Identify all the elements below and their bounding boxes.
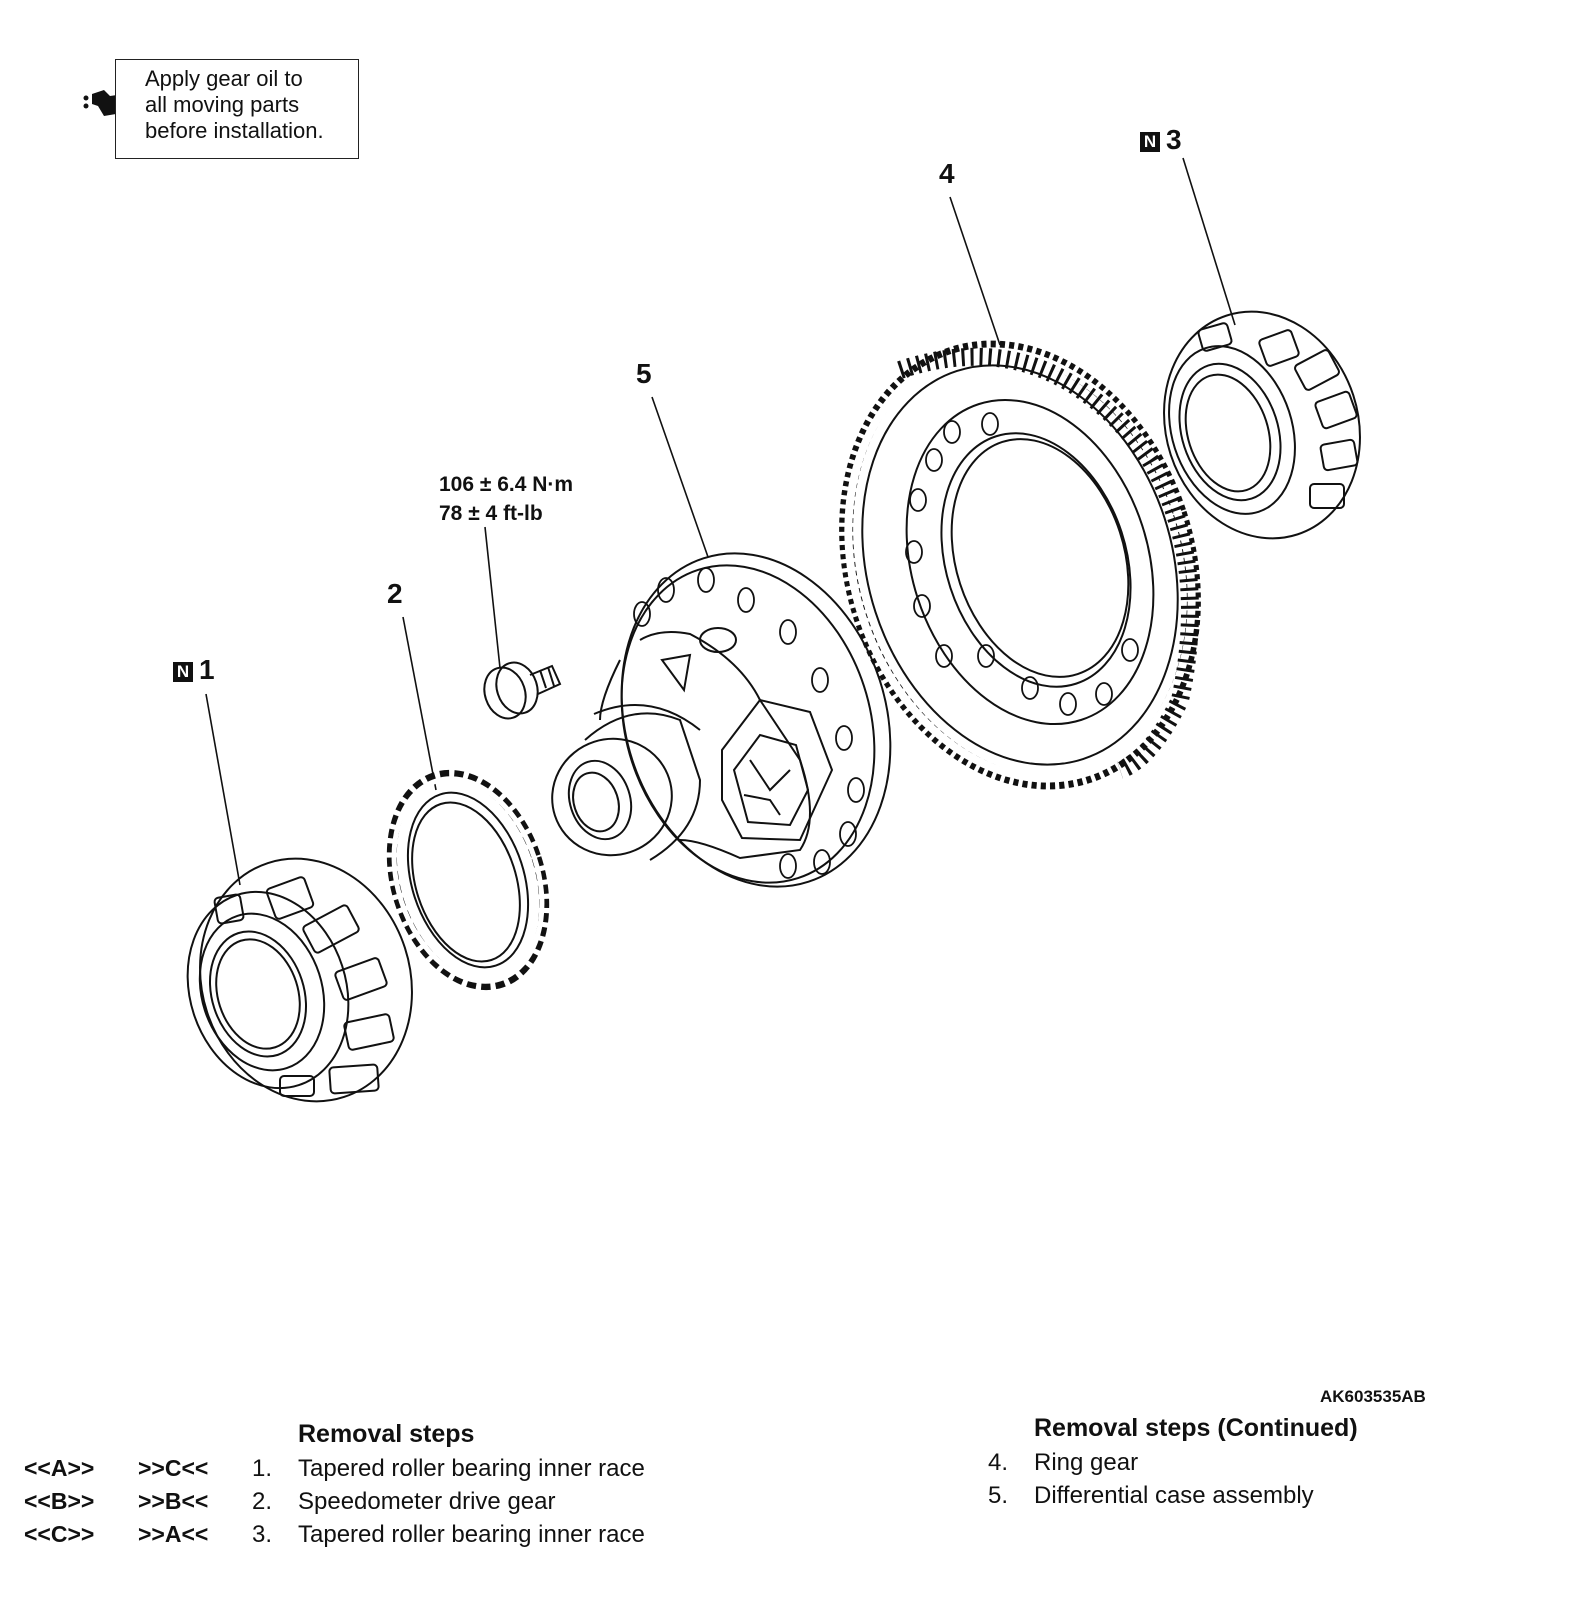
- step-text: Speedometer drive gear: [298, 1488, 556, 1515]
- installation-mark: >>B<<: [138, 1488, 209, 1514]
- removal-steps-continued-list: 4. Ring gear 5. Differential case assemb…: [988, 1446, 1388, 1512]
- figure-code: AK603535AB: [1320, 1387, 1426, 1406]
- note-line-2: all moving parts: [145, 92, 300, 117]
- torque-metric: 106 ± 6.4 N·m: [439, 473, 574, 496]
- note-text: Apply gear oil to all moving parts befor…: [145, 66, 324, 144]
- step-number: 3.: [252, 1521, 273, 1548]
- bearing-inner-race-1: [186, 857, 413, 1103]
- removal-steps-continued-heading: Removal steps (Continued): [1034, 1414, 1358, 1442]
- step-text: Ring gear: [1034, 1449, 1139, 1476]
- removal-mark: <<A>>: [24, 1455, 95, 1481]
- step-text: Differential case assembly: [1034, 1482, 1314, 1509]
- step-number: 4.: [988, 1449, 1009, 1476]
- bearing-inner-race-3: [1163, 310, 1361, 540]
- leader-line-3: [1182, 157, 1236, 326]
- n-badge-1: N: [173, 662, 193, 682]
- note-box: [115, 59, 359, 159]
- leader-lines: [205, 157, 1236, 886]
- removal-steps-heading: Removal steps: [298, 1420, 475, 1448]
- installation-mark: >>A<<: [138, 1521, 209, 1547]
- callout-5: 5: [636, 358, 652, 389]
- note-line-3: before installation.: [145, 118, 324, 143]
- removal-step-row: 4. Ring gear: [988, 1446, 1388, 1479]
- step-number: 2.: [252, 1488, 273, 1515]
- torque-imperial: 78 ± 4 ft-lb: [439, 502, 543, 525]
- leader-line-5: [651, 396, 709, 558]
- n-badge-3: N: [1140, 132, 1160, 152]
- leader-line-1: [205, 693, 241, 886]
- callout-3-number: 3: [1166, 124, 1182, 155]
- removal-step-row: 5. Differential case assembly: [988, 1479, 1388, 1512]
- ring-gear: [839, 340, 1201, 790]
- differential-case: [551, 552, 892, 888]
- step-text: Tapered roller bearing inner race: [298, 1455, 645, 1482]
- callout-4: 4: [939, 158, 955, 189]
- callout-1-number: 1: [199, 654, 215, 685]
- callout-2: 2: [387, 578, 403, 609]
- leader-line-2: [402, 616, 437, 791]
- installation-mark: >>C<<: [138, 1455, 209, 1481]
- step-text: Tapered roller bearing inner race: [298, 1521, 645, 1548]
- removal-mark: <<C>>: [24, 1521, 95, 1547]
- removal-mark: <<B>>: [24, 1488, 95, 1514]
- step-number: 5.: [988, 1482, 1009, 1509]
- step-number: 1.: [252, 1455, 273, 1482]
- note-line-1: Apply gear oil to: [145, 66, 303, 91]
- leader-line-4: [949, 196, 1001, 346]
- speedometer-drive-gear: [386, 769, 550, 991]
- bolt: [483, 661, 562, 720]
- leader-line-bolt: [484, 526, 501, 669]
- torque-spec: 106 ± 6.4 N·m 78 ± 4 ft-lb: [439, 470, 573, 528]
